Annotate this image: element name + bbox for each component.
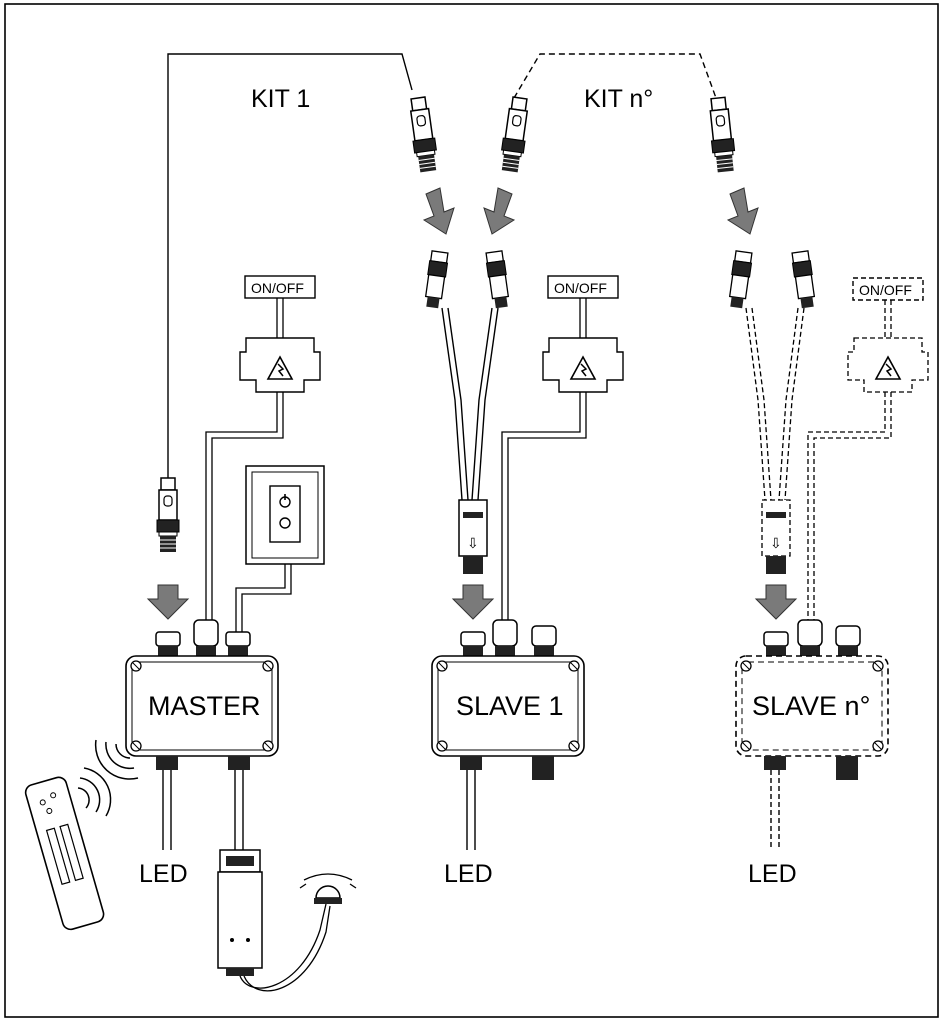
switch-master: ON/OFF	[205, 275, 321, 620]
switch-slaven: ON/OFF	[807, 277, 929, 620]
arrow-kitn-down	[483, 187, 515, 235]
lightning-warning-icon	[266, 355, 294, 380]
master-box: MASTER	[125, 619, 279, 850]
kit1-label: KIT 1	[251, 85, 310, 113]
remote-control-icon	[24, 776, 105, 931]
kit1-plug-top	[406, 95, 440, 174]
led-label-master: LED	[139, 860, 188, 888]
arrow-slaven-down	[727, 187, 759, 235]
arrow-slave1-plug	[452, 584, 494, 620]
power-icon	[279, 494, 291, 508]
motion-sensor-icon	[299, 873, 357, 904]
led-label-slave1: LED	[444, 860, 493, 888]
led-label-slaven: LED	[748, 860, 797, 888]
y-splitter-slaven: ⇩	[726, 250, 818, 574]
kitn-label: KIT n°	[584, 85, 653, 113]
kit1-cable	[167, 53, 413, 478]
svg-text:⇩: ⇩	[467, 535, 479, 551]
kitn-plug-top-right	[706, 96, 738, 174]
master-plug	[156, 477, 180, 553]
svg-text:⇩: ⇩	[770, 535, 782, 551]
pushbutton-panel	[235, 465, 325, 632]
slaven-label: SLAVE n°	[752, 691, 870, 721]
driver-module	[217, 849, 331, 992]
switch-slave1: ON/OFF	[501, 275, 624, 620]
arrow-slaven-plug	[755, 584, 797, 620]
slave1-box: SLAVE 1	[431, 619, 585, 850]
switch-label-slave1: ON/OFF	[554, 280, 607, 296]
kitn-plug-top-left	[498, 95, 532, 174]
arrow-master-plug	[147, 584, 189, 620]
master-label: MASTER	[148, 691, 261, 721]
switch-label-slaven: ON/OFF	[859, 282, 912, 298]
switch-label-master: ON/OFF	[251, 280, 304, 296]
frame-border	[4, 3, 939, 1018]
y-splitter-slave1: ⇩	[422, 250, 512, 574]
slave1-label: SLAVE 1	[456, 691, 564, 721]
slaven-box: SLAVE n°	[735, 619, 889, 850]
lightning-warning-icon	[569, 355, 597, 380]
remote-signal-icon	[77, 767, 112, 817]
arrow-kit1-down	[423, 187, 455, 235]
wireless-signal-icon	[94, 739, 139, 780]
lightning-warning-icon	[874, 355, 902, 380]
kitn-cable	[513, 53, 717, 99]
